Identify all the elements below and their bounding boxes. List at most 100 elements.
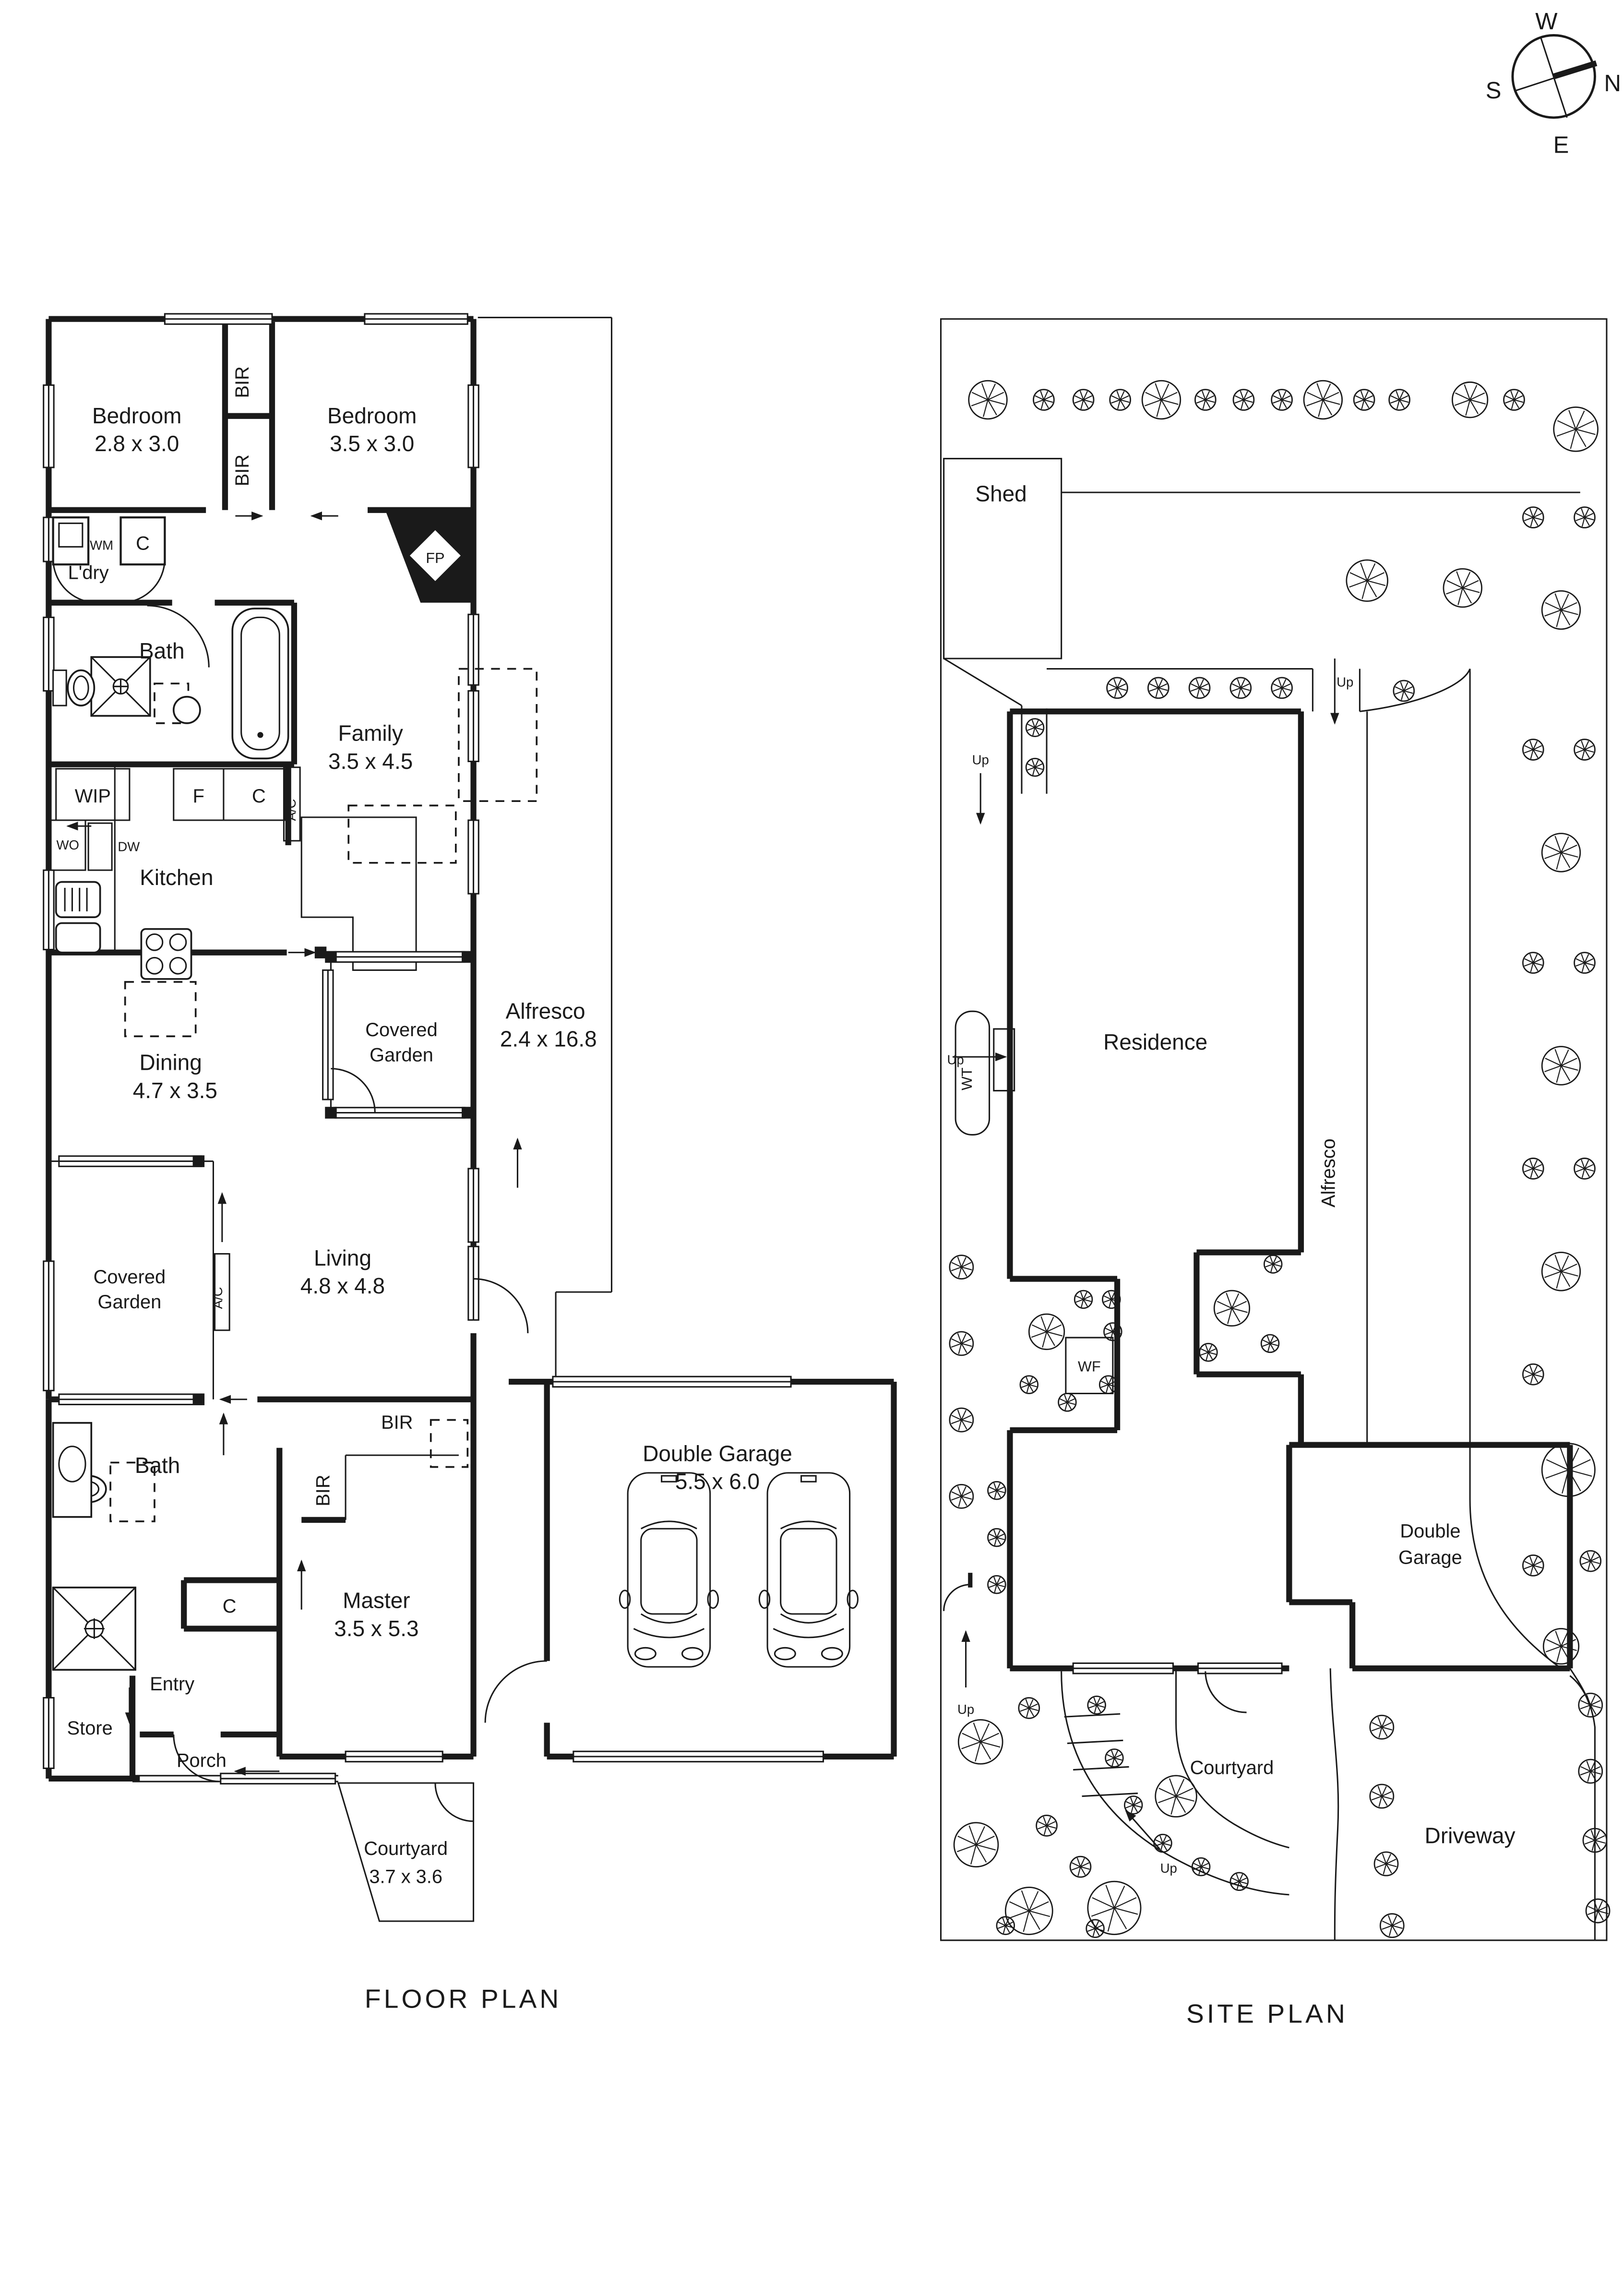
tree-icon (987, 1528, 1006, 1547)
tree-icon (949, 1407, 974, 1433)
tree-icon (1582, 1828, 1608, 1853)
laundry-label: L'dry (68, 562, 109, 584)
tree-icon (1522, 1158, 1544, 1180)
tree-icon (1373, 1851, 1399, 1877)
tree-icon (1574, 506, 1596, 528)
tree-icon (1098, 1375, 1118, 1394)
wall-post (192, 1155, 205, 1167)
tree-icon (1393, 680, 1415, 702)
tree-icon (1541, 590, 1581, 630)
tree-icon (1578, 1692, 1603, 1718)
door-arc (484, 1660, 547, 1723)
tree-icon (1229, 677, 1252, 699)
wall-thin (300, 816, 417, 971)
tree-icon (987, 1575, 1006, 1594)
tree-icon (987, 1481, 1006, 1500)
wall-thin (943, 658, 1022, 706)
tree-icon (1058, 1393, 1077, 1412)
courtyard-fp-label: Courtyard (364, 1838, 448, 1859)
door-arc (473, 1278, 529, 1333)
floor-plan-labels: Bedroom 2.8 x 3.0 Bedroom 3.5 x 3.0 BIR … (57, 366, 792, 2014)
tree-icon (1260, 1334, 1280, 1353)
cooktop-burner (145, 933, 164, 951)
tree-icon (1019, 1375, 1039, 1394)
tree-icon (1141, 380, 1181, 420)
ac1-label: A/C (284, 799, 298, 821)
bir2-label: BIR (232, 454, 253, 486)
tree-icon (1109, 389, 1131, 411)
tree-icon (1232, 389, 1255, 411)
plan-linework (43, 313, 1611, 1941)
compass-north-label: N (1604, 71, 1621, 96)
tree-icon (1553, 407, 1599, 452)
toilet (52, 670, 67, 706)
tree-icon (1522, 506, 1544, 528)
dashed-fixture (109, 1461, 155, 1522)
door-arc (434, 1783, 474, 1822)
alfresco-site-label: Alfresco (1318, 1138, 1339, 1208)
family-dims: 3.5 x 4.5 (328, 749, 413, 774)
wall-post (462, 951, 474, 963)
door-arc (331, 1068, 376, 1113)
tree-icon (1263, 1255, 1283, 1274)
garage-fp-dims: 5.5 x 6.0 (675, 1469, 760, 1494)
tree-icon (1503, 389, 1525, 411)
wall-post (462, 1107, 474, 1119)
tree-icon (1072, 389, 1095, 411)
tree-icon (968, 380, 1008, 420)
wall-thin (1064, 1713, 1121, 1718)
tree-icon (1103, 1322, 1122, 1341)
fireplace-diamond (407, 528, 463, 584)
garage-site-label1: Double (1400, 1521, 1460, 1542)
wip-label: WIP (75, 786, 111, 807)
wall-thin (1073, 1766, 1129, 1771)
entry-label: Entry (150, 1674, 194, 1695)
tree-icon (1086, 1919, 1105, 1938)
tree-icon (1541, 1443, 1596, 1497)
porch-label: Porch (177, 1750, 227, 1771)
washing-machine (58, 522, 84, 548)
tree-icon (1522, 952, 1544, 974)
wall-thin (1082, 1793, 1138, 1797)
tree-icon (949, 1255, 974, 1280)
water-tank-label: WT (959, 1067, 975, 1090)
tree-icon (1199, 1342, 1218, 1362)
covered-garden2-label1: Covered (94, 1267, 166, 1288)
bir3-label: BIR (381, 1412, 413, 1433)
tree-icon (1033, 389, 1055, 411)
tree-icon (1191, 1857, 1211, 1877)
up-label-4: Up (957, 1702, 974, 1717)
tree-icon (1025, 757, 1045, 777)
wall-thin (283, 766, 301, 842)
sink (55, 881, 101, 918)
bedroom1-label: Bedroom (92, 403, 181, 428)
dining-dims: 4.7 x 3.5 (133, 1078, 217, 1103)
cooktop (140, 928, 192, 980)
tree-icon (1578, 1758, 1603, 1784)
store-label: Store (67, 1718, 113, 1739)
compass-west-label: W (1535, 9, 1558, 35)
tree-icon (1541, 833, 1581, 873)
tree-icon (1369, 1783, 1395, 1809)
tree-icon (1102, 1290, 1121, 1309)
living-dims: 4.8 x 4.8 (300, 1273, 385, 1298)
tree-icon (1388, 389, 1410, 411)
tree-icon (1213, 1290, 1251, 1327)
tree-icon (1271, 677, 1293, 699)
tree-icon (949, 1331, 974, 1356)
wall-oven-label: WO (57, 837, 79, 852)
wall-thin (1329, 1668, 1339, 1940)
residence-label: Residence (1103, 1029, 1207, 1054)
wall-thin (1175, 1722, 1289, 1849)
master-dims: 3.5 x 5.3 (334, 1616, 418, 1641)
car-icon (758, 1472, 859, 1668)
up-label-1: Up (1337, 674, 1353, 689)
direction-arrow (1125, 1810, 1161, 1850)
covered-garden2-label2: Garden (98, 1292, 162, 1313)
tree-icon (1069, 1855, 1092, 1878)
wall-post (325, 1107, 337, 1119)
wall-thin (214, 1253, 230, 1331)
tree-icon (1379, 1913, 1405, 1938)
